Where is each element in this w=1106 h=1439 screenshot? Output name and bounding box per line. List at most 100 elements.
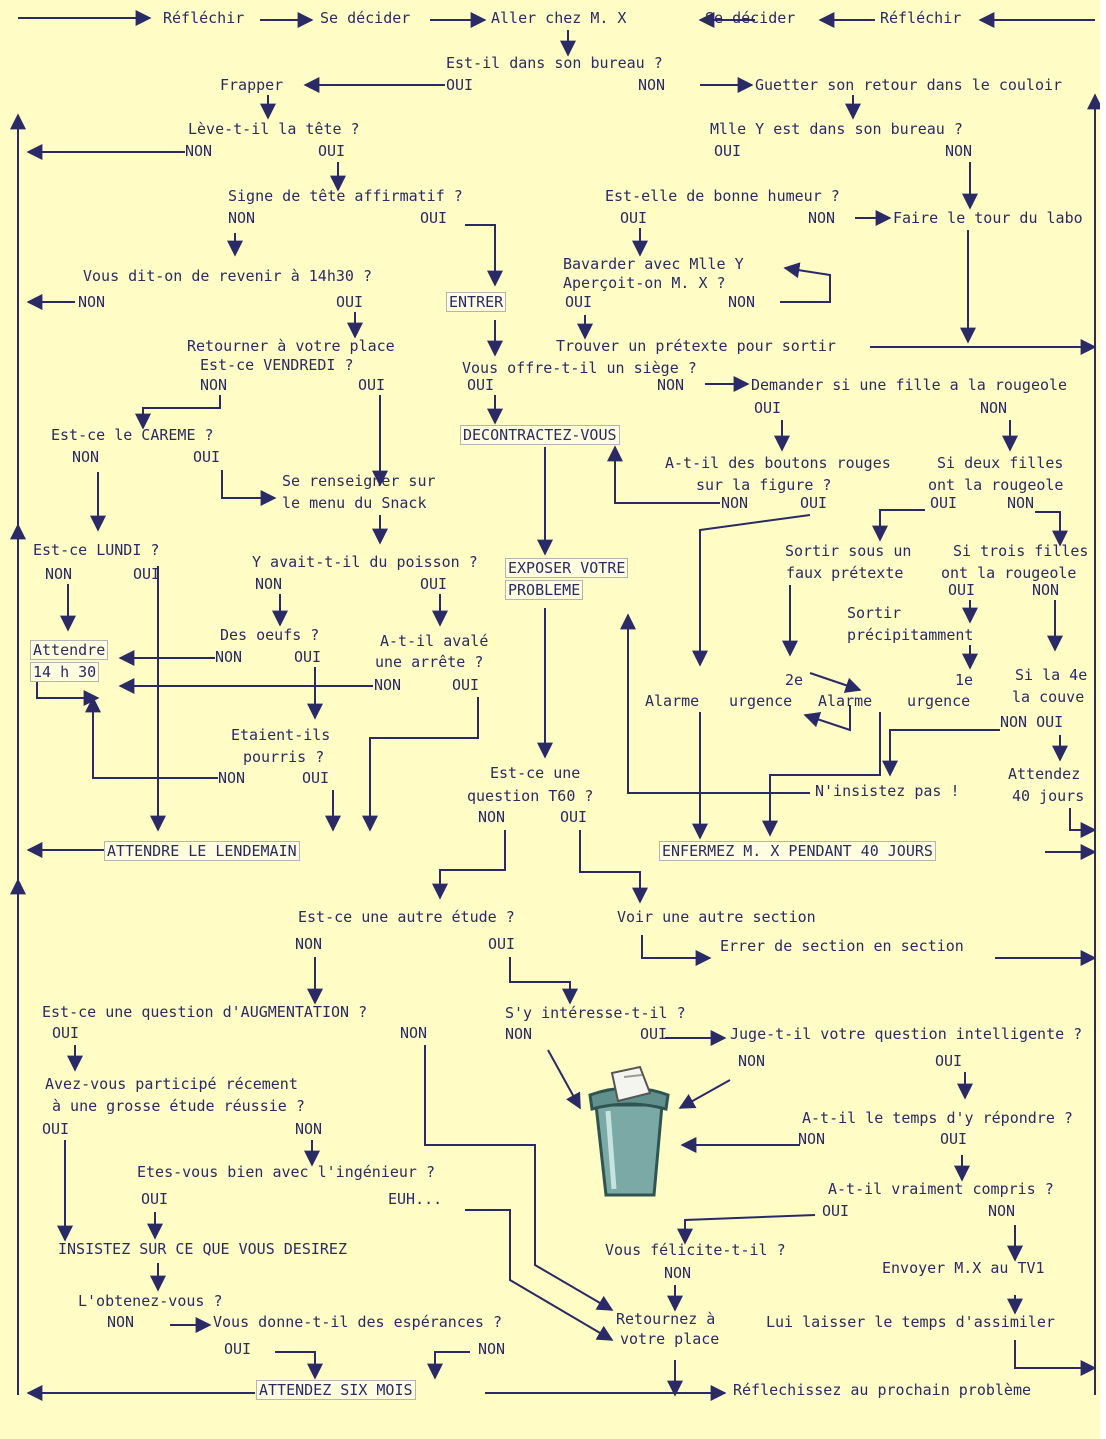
flow-label: Est-ce une autre étude ? bbox=[298, 908, 515, 926]
flow-label: Voir une autre section bbox=[617, 908, 816, 926]
flow-label: Est-ce LUNDI ? bbox=[33, 541, 160, 559]
flow-label: A-t-il le temps d'y répondre ? bbox=[802, 1109, 1073, 1127]
action-box: Attendre bbox=[29, 640, 109, 660]
flow-label: OUI bbox=[52, 1024, 80, 1042]
flow-label: sur la figure ? bbox=[696, 476, 832, 494]
flow-label: NON bbox=[478, 808, 506, 826]
flow-label: OUI bbox=[302, 769, 330, 787]
flow-label: L'obtenez-vous ? bbox=[78, 1292, 223, 1310]
flow-label: Sortir bbox=[847, 604, 902, 622]
flow-label: Frapper bbox=[220, 76, 284, 94]
flow-label: OUI bbox=[488, 935, 516, 953]
flow-label: OUI bbox=[224, 1340, 252, 1358]
flow-label: Y avait-t-il du poisson ? bbox=[252, 553, 478, 571]
flow-label: Est-il dans son bureau ? bbox=[446, 54, 663, 72]
flow-label: OUI bbox=[940, 1130, 968, 1148]
flow-label: 40 jours bbox=[1012, 787, 1085, 805]
flow-label: NON bbox=[218, 769, 246, 787]
flow-label: Si trois filles bbox=[953, 542, 1089, 560]
flow-label: NON bbox=[45, 565, 73, 583]
flow-label: NON bbox=[228, 209, 256, 227]
flow-label: NON bbox=[728, 293, 756, 311]
flow-label: NON bbox=[721, 494, 749, 512]
flow-label: OUI bbox=[800, 494, 828, 512]
flow-label: Se renseigner sur bbox=[282, 472, 436, 490]
flow-label: Vous offre-t-il un siège ? bbox=[462, 359, 697, 377]
flow-label: Est-ce le CAREME ? bbox=[51, 426, 214, 444]
flow-label: Alarme bbox=[818, 692, 873, 710]
flow-label: OUI bbox=[930, 494, 958, 512]
flow-label: OUI bbox=[565, 293, 593, 311]
flow-label: NON bbox=[200, 376, 228, 394]
flow-label: Vous félicite-t-il ? bbox=[605, 1241, 786, 1259]
flow-label: A-t-il des boutons rouges bbox=[665, 454, 891, 472]
flow-label: Lui laisser le temps d'assimiler bbox=[766, 1313, 1055, 1331]
flow-label: Si deux filles bbox=[937, 454, 1064, 472]
flow-label: ont la rougeole bbox=[941, 564, 1077, 582]
flow-label: OUI bbox=[467, 376, 495, 394]
flow-label: OUI bbox=[714, 142, 742, 160]
flow-label: question T60 ? bbox=[467, 787, 594, 805]
flow-label: Trouver un prétexte pour sortir bbox=[556, 337, 836, 355]
flow-label: Est-ce une question d'AUGMENTATION ? bbox=[42, 1003, 368, 1021]
flow-label: OUI bbox=[42, 1120, 70, 1138]
flow-label: urgence bbox=[907, 692, 971, 710]
flow-label: Retournez à bbox=[616, 1310, 716, 1328]
flow-label: Sortir sous un bbox=[785, 542, 912, 560]
flow-label: OUI bbox=[336, 293, 364, 311]
flow-label: pourris ? bbox=[243, 748, 325, 766]
flow-label: Guetter son retour dans le couloir bbox=[755, 76, 1063, 94]
flow-label: Vous dit-on de revenir à 14h30 ? bbox=[83, 267, 372, 285]
flow-label: A-t-il avalé bbox=[380, 632, 489, 650]
flow-label: NON bbox=[1007, 494, 1035, 512]
flow-label: NON bbox=[664, 1264, 692, 1282]
flow-label: Est-ce une bbox=[490, 764, 581, 782]
flow-label: A-t-il vraiment compris ? bbox=[828, 1180, 1054, 1198]
flow-label: OUI bbox=[452, 676, 480, 694]
flow-label: ont la rougeole bbox=[928, 476, 1064, 494]
flow-label: Bavarder avec Mlle Y bbox=[563, 255, 744, 273]
flow-label: NON bbox=[945, 142, 973, 160]
flow-label: urgence bbox=[729, 692, 793, 710]
flow-label: EUH... bbox=[388, 1190, 443, 1208]
flow-label: NON bbox=[657, 376, 685, 394]
flow-label: Etaient-ils bbox=[231, 726, 331, 744]
flow-label: OUI bbox=[620, 209, 648, 227]
flow-label: NON bbox=[738, 1052, 766, 1070]
flow-label: S'y intéresse-t-il ? bbox=[505, 1004, 686, 1022]
flow-label: OUI bbox=[193, 448, 221, 466]
flow-label: Des oeufs ? bbox=[220, 626, 320, 644]
flow-label: NON bbox=[295, 1120, 323, 1138]
flow-label: NON bbox=[185, 142, 213, 160]
flow-label: Alarme bbox=[645, 692, 700, 710]
flow-label: Vous donne-t-il des espérances ? bbox=[213, 1313, 502, 1331]
action-box: ATTENDEZ SIX MOIS bbox=[256, 1380, 416, 1400]
flow-label: Mlle Y est dans son bureau ? bbox=[710, 120, 963, 138]
action-box: EXPOSER VOTRE bbox=[504, 558, 629, 578]
flow-label: NON bbox=[374, 676, 402, 694]
flow-label: NON bbox=[478, 1340, 506, 1358]
flow-label: Signe de tête affirmatif ? bbox=[228, 187, 463, 205]
flow-label: Réfléchir bbox=[163, 9, 245, 27]
flow-label: OUI bbox=[754, 399, 782, 417]
flow-label: Est-elle de bonne humeur ? bbox=[605, 187, 840, 205]
flow-label: NON bbox=[78, 293, 106, 311]
flow-label: NON bbox=[107, 1313, 135, 1331]
flow-label: 1e bbox=[955, 671, 974, 689]
flow-label: NON bbox=[295, 935, 323, 953]
flow-label: NON bbox=[255, 575, 283, 593]
flow-label: Se décider bbox=[320, 9, 411, 27]
flow-label: Errer de section en section bbox=[720, 937, 964, 955]
flow-label: NON bbox=[505, 1025, 533, 1043]
flow-label: Avez-vous participé récement bbox=[45, 1075, 298, 1093]
flow-label: votre place bbox=[620, 1330, 720, 1348]
flow-label: OUI bbox=[640, 1025, 668, 1043]
flow-label: Aperçoit-on M. X ? bbox=[563, 274, 726, 292]
action-box: PROBLEME bbox=[504, 580, 584, 600]
action-box: ATTENDRE LE LENDEMAIN bbox=[104, 841, 300, 861]
flow-label: OUI bbox=[358, 376, 386, 394]
flow-label: Aller chez M. X bbox=[491, 9, 627, 27]
flow-label: Juge-t-il votre question intelligente ? bbox=[730, 1025, 1083, 1043]
flow-label: OUI bbox=[446, 76, 474, 94]
